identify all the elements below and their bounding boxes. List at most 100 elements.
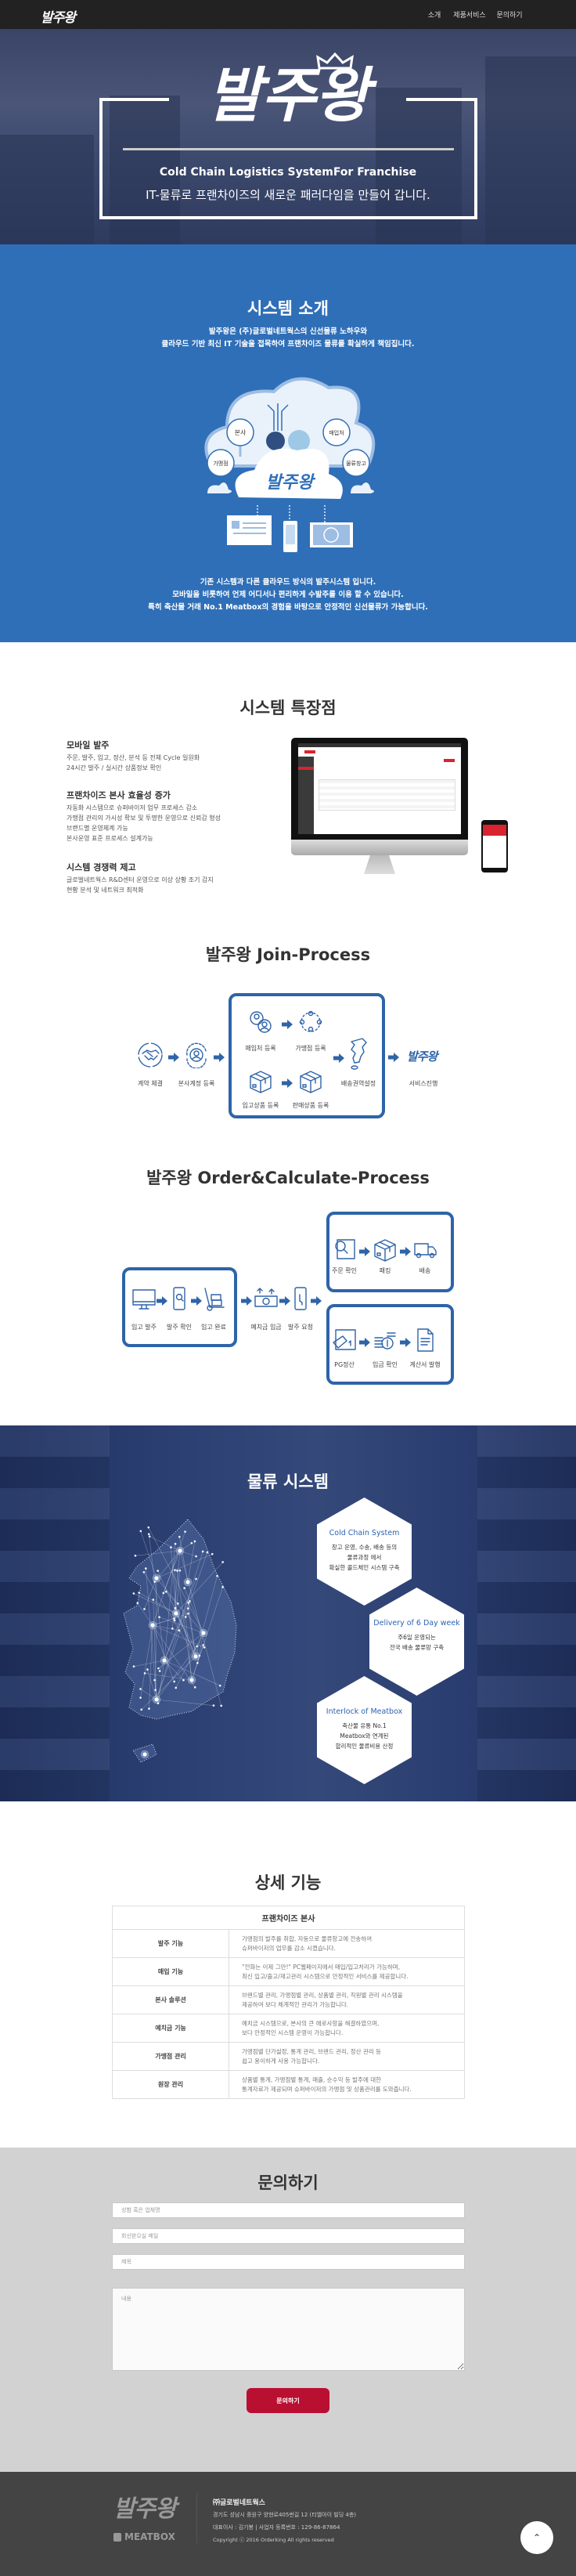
network-link <box>152 1624 175 1682</box>
step-label: 판매상품 등록 <box>292 1102 329 1109</box>
feature-group-title: 프랜차이즈 본사 효율성 증가 <box>67 790 171 800</box>
network-link <box>179 1550 196 1557</box>
join-process-section: 발주왕 Join-Process 계약 체결 본사계정 등록 매입처 등록 가맹… <box>0 916 576 1143</box>
registration-box <box>229 993 385 1118</box>
phone-touch-icon <box>287 1285 314 1312</box>
hex-line: 합리적인 물류비용 산정 <box>335 1743 394 1750</box>
korea-map-icon <box>345 1036 372 1071</box>
settlement-box <box>326 1304 454 1385</box>
feature-label: 매입 기능 <box>112 1957 229 1986</box>
city-backdrop <box>0 135 94 244</box>
hex-meatbox: Interlock of Meatbox 축산물 유통 No.1 Meatbox… <box>317 1676 412 1784</box>
network-link <box>152 1624 196 1688</box>
network-node <box>195 1577 198 1581</box>
network-node <box>188 1599 191 1602</box>
submit-inquiry-button[interactable]: 문의하기 <box>247 2388 329 2413</box>
network-node <box>190 1541 193 1545</box>
network-node <box>187 1602 190 1605</box>
description-line: 가맹점별 단가설정, 통계 관리, 브랜드 관리, 정산 관리 등 <box>242 2047 382 2055</box>
network-link <box>156 1552 208 1700</box>
network-link <box>156 1551 203 1700</box>
arrow-right-icon <box>191 1294 202 1306</box>
intro-desc-line: 클라우드 기반 최신 IT 기술을 접목하여 프랜차이즈 물류를 확실하게 책임… <box>161 340 415 349</box>
node-label: 가맹점 <box>213 460 228 467</box>
diagram-logo: 발주왕 <box>266 473 316 493</box>
node-hq: 본사 <box>226 418 254 457</box>
node-franchise: 가맹점 <box>207 449 235 477</box>
network-node <box>157 1702 160 1705</box>
city-backdrop <box>110 96 180 244</box>
contact-section: 문의하기 문의하기 <box>0 2148 576 2472</box>
company-registration: 대표이사 : 김기봉 | 사업자 등록번호 : 129-86-87864 <box>213 2524 340 2531</box>
network-node <box>132 1592 135 1595</box>
network-link <box>177 1570 193 1681</box>
intro-body-line: 모바일을 비롯하여 언제 어디서나 편리하게 수발주를 이용 할 수 있습니다. <box>172 591 404 599</box>
network-hub <box>154 1697 159 1702</box>
network-node <box>195 1555 198 1558</box>
footer: 발주왕 MEATBOX ㈜글로벌네트웍스 경기도 성남시 중원구 양현로405번… <box>0 2472 576 2576</box>
network-link <box>135 1550 181 1556</box>
network-node <box>142 1570 146 1573</box>
monitor-icon <box>131 1285 157 1312</box>
arrow-right-icon <box>279 1294 290 1306</box>
network-link <box>164 1601 190 1661</box>
description-line: 쉽고 용이하게 사용 가능합니다. <box>242 2057 320 2065</box>
network-link <box>144 1673 193 1681</box>
features-section: 시스템 특장점 모바일 발주 주문, 발주, 입고, 정산, 분석 등 전체 C… <box>0 642 576 916</box>
intro-desc-line: 발주왕은 (주)글로벌네트웍스의 신선물류 노하우와 <box>208 327 368 336</box>
network-link <box>164 1660 221 1686</box>
network-node <box>169 1546 172 1549</box>
network-node <box>153 1581 157 1584</box>
hand-truck-icon <box>200 1285 227 1312</box>
network-link <box>156 1646 197 1700</box>
description-line: 가맹점의 발주를 취합, 자동으로 물류창고에 전송하여 <box>242 1935 373 1942</box>
network-node <box>221 1585 225 1588</box>
circuit-icon <box>266 403 310 452</box>
network-hub <box>142 1752 147 1757</box>
step-label: 입금 확인 <box>373 1361 398 1368</box>
small-cloud <box>207 482 374 493</box>
arrow-right-icon <box>400 1335 411 1347</box>
header-logo[interactable]: 발주왕 <box>41 10 76 26</box>
network-link <box>171 1547 177 1614</box>
name-input[interactable] <box>112 2202 465 2218</box>
network-link <box>137 1602 153 1626</box>
nav-contact[interactable]: 문의하기 <box>496 12 523 20</box>
crown-icon <box>316 52 354 70</box>
network-link <box>188 1602 196 1657</box>
arrow-right-icon <box>311 1294 322 1306</box>
order-title: 발주왕 Order&Calculate-Process <box>146 1169 430 1187</box>
intro-body-line: 기존 시스템과 다른 클라우드 방식의 발주시스템 입니다. <box>200 578 376 587</box>
network-link <box>175 1570 181 1614</box>
truck-icon <box>412 1236 438 1263</box>
node-label: 본사 <box>235 429 247 436</box>
network-node <box>175 1569 178 1572</box>
feature-label: 본사 솔루션 <box>112 1985 229 2014</box>
scroll-top-button[interactable]: ⌃ <box>520 2521 553 2554</box>
nav-intro[interactable]: 소개 <box>427 12 441 20</box>
network-node <box>154 1689 157 1692</box>
arrow-right-icon <box>168 1050 179 1062</box>
korea-network-map <box>123 1519 237 1763</box>
email-input[interactable] <box>112 2228 465 2244</box>
network-node <box>139 1696 142 1700</box>
hex-title: Delivery of 6 Day week <box>373 1619 460 1628</box>
network-link <box>148 1534 165 1661</box>
feature-line: 현황 분석 및 네트워크 최적화 <box>67 887 144 894</box>
network-link <box>191 1587 223 1681</box>
subject-input[interactable] <box>112 2254 465 2270</box>
footer-divider <box>196 2493 197 2544</box>
network-node <box>132 1665 135 1668</box>
nav-products[interactable]: 제품서비스 <box>453 12 486 20</box>
feature-group-title: 시스템 경쟁력 제고 <box>67 862 136 873</box>
chevron-up-icon: ⌃ <box>532 2532 542 2543</box>
network-link <box>178 1537 189 1583</box>
network-link <box>185 1617 193 1681</box>
network-hub <box>162 1658 167 1663</box>
network-node <box>220 1704 223 1707</box>
content-textarea[interactable] <box>112 2288 465 2371</box>
